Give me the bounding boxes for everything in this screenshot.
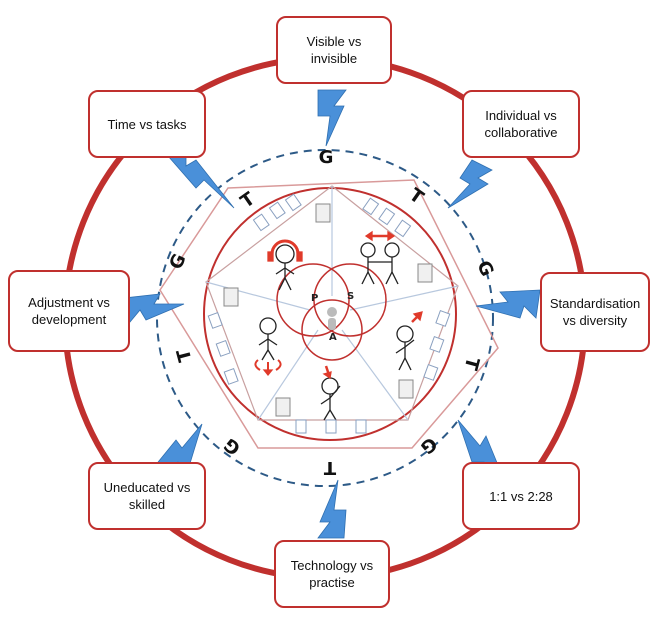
raised-hand-figure-icon [320,365,341,421]
tension-label: Time vs tasks [107,116,187,132]
tablet-device-icon [207,193,451,434]
ring-letter: T [459,355,483,373]
inner-spokes [205,186,459,421]
lightning-icon [123,293,185,323]
tension-box-adjustment: Adjustment vs development [8,270,130,352]
collaborating-figures-icon [360,230,400,285]
ring-letter: G [416,432,441,458]
tension-label: Individual vs collaborative [484,108,558,140]
tension-label: Adjustment vs development [28,295,110,327]
ring-letter: T [323,457,336,478]
tension-box-individual: Individual vs collaborative [462,90,580,158]
lightning-icon [475,289,541,319]
venn-circle-p [276,263,350,337]
document-icon [223,203,433,417]
ring-letter: G [220,433,245,459]
tension-label: Visible vs invisible [306,34,362,66]
lightning-icon [317,479,347,539]
venn-circle-a [301,299,363,361]
venn-circle-s [313,263,387,337]
tension-box-uneducated: Uneducated vs skilled [88,462,206,530]
ring-letter: G [472,258,497,280]
tension-box-standardisation: Standardisation vs diversity [540,272,650,352]
dashed-ring [156,149,494,487]
lowered-arms-figure-icon [254,317,282,377]
center-figure-icon [327,307,337,330]
ring-letter: G [165,251,190,273]
outer-pentagon [159,179,499,449]
tension-label: Uneducated vs skilled [103,480,191,512]
ring-letter: T [405,184,428,209]
tension-box-visible: Visible vs invisible [276,16,392,84]
tension-label: Technology vs practise [290,558,374,590]
ring-letter: G [319,147,334,168]
headphones-figure-icon [267,239,303,291]
venn-label-s: S [347,291,354,302]
ring-letter: T [237,188,260,213]
tension-label: 1:1 vs 2:28 [489,488,553,504]
tension-box-technology: Technology vs practise [274,540,390,608]
lightning-icon [447,159,493,209]
venn-label-a: A [329,332,337,343]
ring-letter: T [173,346,197,364]
pointing-figure-icon [395,311,423,371]
tension-label: Standardisation vs diversity [549,296,641,328]
venn-label-p: P [311,293,318,304]
lightning-icon [317,89,347,147]
center-venn: P S A [276,263,387,361]
tension-box-ratio: 1:1 vs 2:28 [462,462,580,530]
tension-box-time: Time vs tasks [88,90,206,158]
